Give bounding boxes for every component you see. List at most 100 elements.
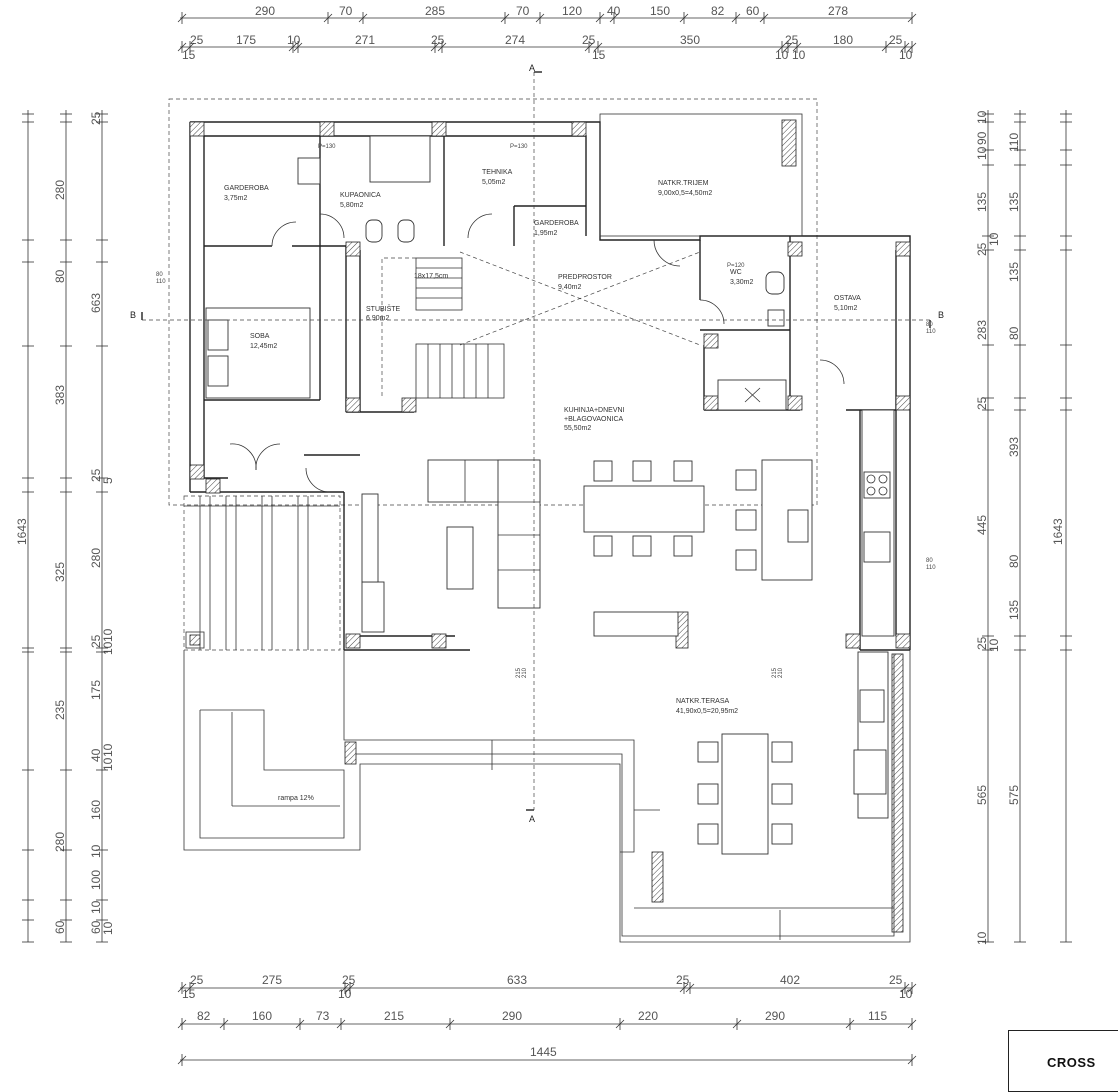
dim-text: 80 (53, 269, 67, 283)
dimension-tick (783, 42, 793, 52)
room-area-wc: 3,30m2 (730, 279, 753, 286)
room-name-kuhinja-2: +BLAGOVAONICA (564, 416, 624, 423)
column-hatches (185, 119, 911, 933)
dimension-tick (295, 1019, 305, 1029)
room-name-natkr-terasa: NATKR.TERASA (676, 698, 729, 705)
dim-text: 280 (53, 832, 67, 852)
dimension-tick (177, 42, 187, 52)
dim-text: 70 (339, 4, 353, 18)
dim-text: 60 (53, 920, 67, 934)
dim-text: 633 (507, 973, 527, 987)
dim-text: 135 (1007, 192, 1021, 212)
top-dimension-chain-1: 290 70 285 70 120 40 150 82 60 278 (180, 4, 912, 19)
dim-text: 160 (252, 1009, 272, 1023)
dim-text: 10 (287, 33, 301, 47)
window-p-labels: P=130 P=130 P=120 80 110 80 110 80 110 2… (156, 144, 936, 678)
dim-text: 575 (1007, 785, 1021, 805)
dim-text: 70 (516, 4, 530, 18)
dimension-tick (219, 1019, 229, 1029)
window-label: 80 (926, 322, 933, 328)
dimension-tick (177, 13, 187, 23)
room-name-predprostor: PREDPROSTOR (558, 274, 612, 281)
room-labels: GARDEROBA 3,75m2 KUPAONICA 5,80m2 TEHNIK… (224, 169, 861, 802)
room-name-garderoba-2: GARDEROBA (534, 220, 579, 227)
dimension-tick (358, 13, 368, 23)
section-lines (141, 71, 931, 811)
dimension-tick (907, 1055, 917, 1065)
window-label: 80 (156, 272, 163, 278)
dimension-tick (845, 1019, 855, 1029)
room-area-tehnika: 5,05m2 (482, 179, 505, 186)
dim-text: 10 (792, 48, 806, 62)
dim-text: 1643 (1051, 518, 1065, 545)
dimension-tick (615, 1019, 625, 1029)
dimension-tick (679, 983, 689, 993)
dim-text: 10 (101, 921, 115, 935)
window-label: 80 (926, 558, 933, 564)
staircase (381, 257, 505, 399)
p-label: P=120 (727, 263, 745, 269)
dim-text: 10 (101, 628, 115, 642)
dimension-tick (595, 13, 605, 23)
room-area-kuhinja: 55,50m2 (564, 425, 591, 432)
dim-text: 5 (101, 477, 115, 484)
window-label: 210 (522, 667, 528, 678)
roof-outline (168, 98, 818, 506)
dim-text: 235 (53, 700, 67, 720)
left-dimension-chains: 1643 280 80 383 325 235 280 60 25 663 25… (15, 110, 115, 942)
room-name-garderoba: GARDEROBA (224, 185, 269, 192)
dimension-tick (340, 983, 350, 993)
dimension-tick (900, 983, 910, 993)
dim-text: 25 (975, 242, 989, 256)
dimension-tick (288, 42, 298, 52)
dimension-tick (500, 13, 510, 23)
dim-text: 325 (53, 562, 67, 582)
dim-text: 271 (355, 33, 375, 47)
dim-text: 274 (505, 33, 525, 47)
dimension-tick (336, 1019, 346, 1029)
dim-text: 150 (650, 4, 670, 18)
dimension-tick (185, 42, 195, 52)
dimension-tick (584, 42, 594, 52)
dim-text: 1445 (530, 1045, 557, 1059)
ramp-label: rampa 12% (278, 795, 314, 802)
dim-text: 1643 (15, 518, 29, 545)
room-name-kuhinja-1: KUHINJA+DNEVNI (564, 407, 625, 414)
dimension-tick (345, 983, 355, 993)
dimension-tick (177, 1055, 187, 1065)
dim-text: 280 (53, 180, 67, 200)
dim-text: 10 (975, 146, 989, 160)
window-label: 110 (926, 329, 936, 335)
room-area-garderoba-2: 1,95m2 (534, 230, 557, 237)
dimension-tick (609, 13, 619, 23)
dim-text: 15 (592, 48, 606, 62)
room-name-wc: WC (730, 269, 742, 276)
dim-text: 275 (262, 973, 282, 987)
section-marker-a-top: A (529, 63, 535, 73)
dimension-tick (293, 42, 303, 52)
dimension-tick (907, 1019, 917, 1029)
dim-text: 60 (89, 920, 103, 934)
dimension-tick (907, 13, 917, 23)
section-markers: A A B B (130, 63, 944, 824)
room-name-kupaonica: KUPAONICA (340, 192, 381, 199)
dim-text: 350 (680, 33, 700, 47)
dimension-tick (679, 13, 689, 23)
section-marker-a-bottom: A (529, 814, 535, 824)
furniture (205, 135, 895, 855)
room-name-ostava: OSTAVA (834, 295, 861, 302)
dim-text: 283 (975, 320, 989, 340)
dim-text: 175 (236, 33, 256, 47)
dim-text: 10 (975, 931, 989, 945)
dimension-tick (535, 13, 545, 23)
dimension-ticks (22, 12, 1072, 1066)
dimension-tick (430, 42, 440, 52)
room-name-tehnika: TEHNIKA (482, 169, 513, 176)
room-name-stubiste: STUBIŠTE (366, 304, 401, 313)
dim-text: 25 (889, 33, 903, 47)
terrace-table (721, 733, 769, 855)
window-label: 215 (516, 667, 522, 678)
dimension-tick (900, 42, 910, 52)
dim-text: 290 (255, 4, 275, 18)
